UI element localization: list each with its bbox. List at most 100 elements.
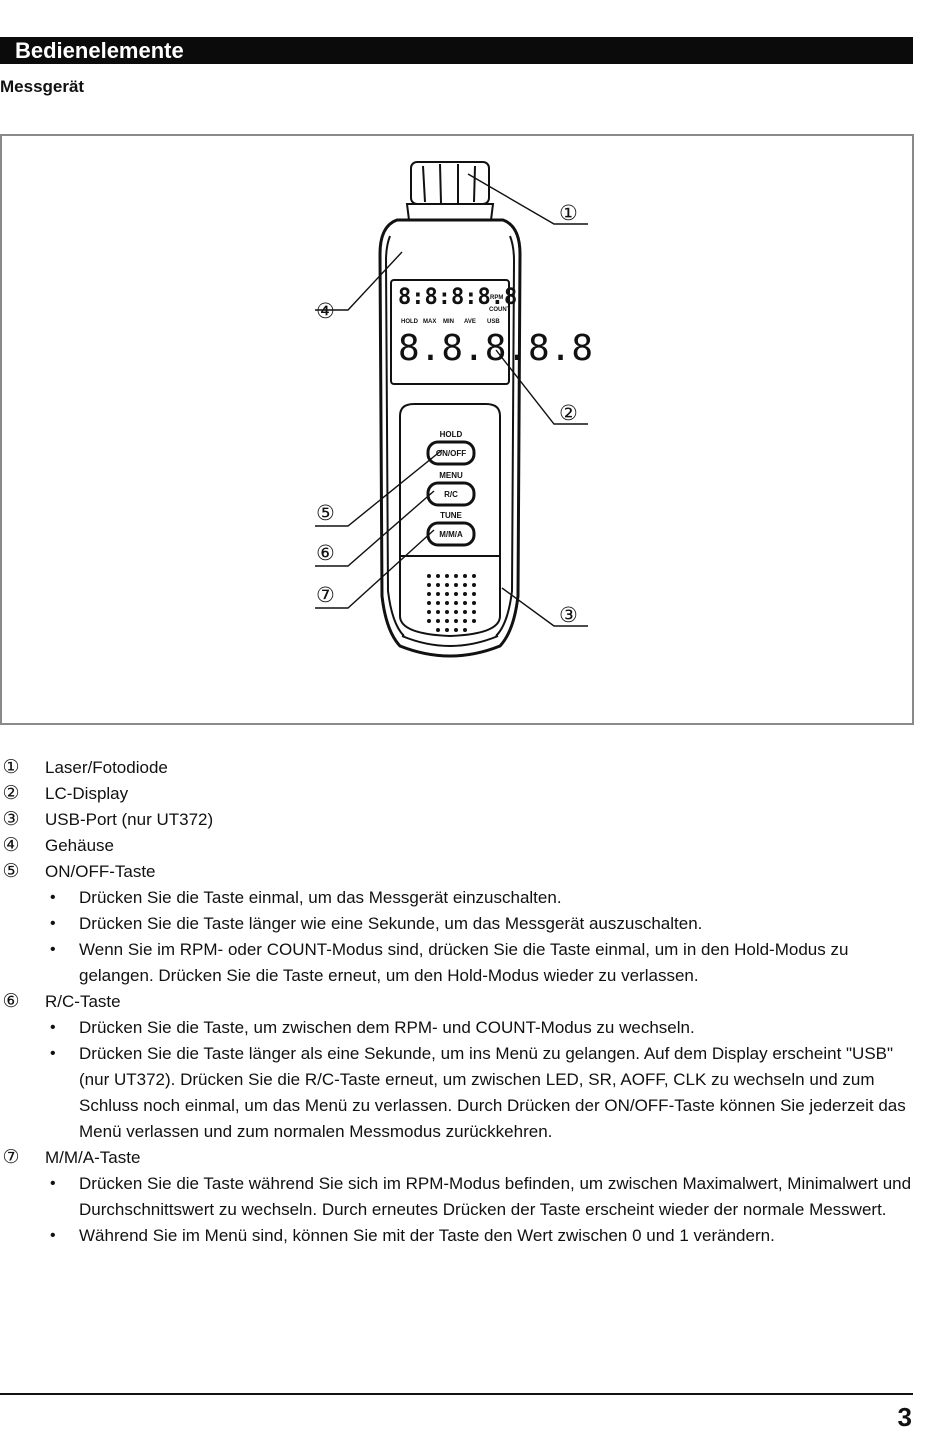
grille-dot <box>436 601 440 605</box>
grille-dot <box>445 610 449 614</box>
grille-dot <box>445 583 449 587</box>
grille-dot <box>463 619 467 623</box>
legend-number: ⑦ <box>2 1147 20 1168</box>
legend-number: ③ <box>2 809 20 830</box>
button-label-tune: TUNE <box>440 511 462 520</box>
r-c-button[interactable] <box>426 481 476 507</box>
grille-dot <box>463 610 467 614</box>
grille-dot <box>463 574 467 578</box>
section-header-bar: Bedienelemente <box>0 37 913 64</box>
bullet-icon: • <box>50 1227 56 1244</box>
bullet-icon: • <box>50 1045 56 1062</box>
callout-2: ② <box>559 402 578 425</box>
grille-dot <box>454 583 458 587</box>
section-title: Bedienelemente <box>15 38 184 63</box>
grille-dot <box>472 619 476 623</box>
grille-dot <box>472 583 476 587</box>
legend-number: ② <box>2 783 20 804</box>
bullet-text: Drücken Sie die Taste einmal, um das Mes… <box>79 888 562 907</box>
bullet-text: Drücken Sie die Taste, um zwischen dem R… <box>79 1018 695 1037</box>
legend-number: ④ <box>2 835 20 856</box>
laser-head <box>405 161 495 221</box>
grille-dot <box>445 628 449 632</box>
bullet-icon: • <box>50 941 56 958</box>
legend-bullet: • Drücken Sie die Taste länger wie eine S… <box>0 911 920 937</box>
lcd-display: 8:8:8:8.8 RPM COUNT HOLD MAX MIN AVE USB… <box>390 279 593 385</box>
lcd-indicators: HOLD MAX MIN AVE USB <box>401 319 500 325</box>
subsection-title: Messgerät <box>0 77 85 96</box>
callout-5: ⑤ <box>316 502 335 525</box>
grille-dot <box>463 583 467 587</box>
r-c-button-label: R/C <box>444 490 458 499</box>
grille-dot <box>427 619 431 623</box>
legend-bullet: • Während Sie im Menü sind, können Sie mi… <box>0 1223 920 1249</box>
grille-dot <box>436 610 440 614</box>
legend-label: R/C-Taste <box>45 992 121 1011</box>
callout-lines <box>315 173 588 627</box>
grille-dot <box>427 601 431 605</box>
grille-dot <box>445 574 449 578</box>
on-off-button[interactable] <box>426 440 476 466</box>
button-panel <box>399 403 501 638</box>
bullet-text: Drücken Sie die Taste länger als eine Se… <box>79 1044 906 1141</box>
legend-number: ⑥ <box>2 991 20 1012</box>
lcd-top-digits-text: 8:8:8:8.8 <box>398 285 517 310</box>
callout-7: ⑦ <box>316 584 335 607</box>
m-m-a-button[interactable] <box>426 521 476 547</box>
grille-dot <box>436 619 440 623</box>
legend-bullet: •Drücken Sie die Taste einmal, um das Me… <box>0 885 920 911</box>
grille-dot <box>454 592 458 596</box>
legend-bullet: • Drücken Sie die Taste während Sie sich … <box>0 1171 920 1223</box>
grille-dot <box>445 619 449 623</box>
device-illustration: 8:8:8:8.8 RPM COUNT HOLD MAX MIN AVE USB… <box>315 161 593 658</box>
bullet-text: Drücken Sie die Taste länger wie eine Se… <box>79 914 703 933</box>
legend-label: Gehäuse <box>45 836 114 855</box>
grille-dot <box>436 628 440 632</box>
lcd-indicator: MAX <box>423 319 436 325</box>
legend-number: ① <box>2 757 20 778</box>
grille-dot <box>436 574 440 578</box>
grille-dot <box>472 610 476 614</box>
footer-rule <box>0 1393 913 1395</box>
grille-dot <box>454 619 458 623</box>
callout-6: ⑥ <box>316 542 335 565</box>
bullet-text: Wenn Sie im RPM- oder COUNT-Modus sind, … <box>79 940 849 985</box>
legend-bullet: • Drücken Sie die Taste, um zwischen dem … <box>0 1015 920 1041</box>
lcd-unit-rpm: RPM <box>490 295 503 301</box>
callout-1: ① <box>559 202 578 225</box>
grille-dot <box>454 601 458 605</box>
grille-dot <box>472 574 476 578</box>
lcd-indicator: AVE <box>464 319 476 325</box>
bullet-icon: • <box>50 915 56 932</box>
grille-dot <box>427 592 431 596</box>
on-off-button-label: ON/OFF <box>436 449 466 458</box>
grille-dot <box>436 592 440 596</box>
grille-dot <box>454 610 458 614</box>
legend-number: ⑤ <box>2 861 20 882</box>
grille-dot <box>472 592 476 596</box>
grille-dot <box>427 583 431 587</box>
callout-numbers: ① ② ③ ④ ⑤ ⑥ ⑦ <box>316 202 578 627</box>
button-label-menu: MENU <box>439 471 463 480</box>
grille-dot <box>427 574 431 578</box>
bullet-icon: • <box>50 1019 56 1036</box>
bullet-text: Drücken Sie die Taste während Sie sich i… <box>79 1174 912 1219</box>
legend-bullet: • Drücken Sie die Taste länger als eine S… <box>0 1041 920 1145</box>
m-m-a-button-label: M/M/A <box>439 530 463 539</box>
grille-dot <box>445 601 449 605</box>
bullet-icon: • <box>50 1175 56 1192</box>
grille-dot <box>427 610 431 614</box>
lcd-indicator: HOLD <box>401 319 419 325</box>
callout-4: ④ <box>316 300 335 323</box>
bullet-text: Während Sie im Menü sind, können Sie mit… <box>79 1226 775 1245</box>
grille-dot <box>463 592 467 596</box>
page-number: 3 <box>897 1402 912 1432</box>
grille-dot <box>454 574 458 578</box>
button-group: HOLD ON/OFF MENU R/C TUNE M/M/A <box>426 430 476 547</box>
button-label-hold: HOLD <box>440 430 463 439</box>
grille-dot <box>463 601 467 605</box>
